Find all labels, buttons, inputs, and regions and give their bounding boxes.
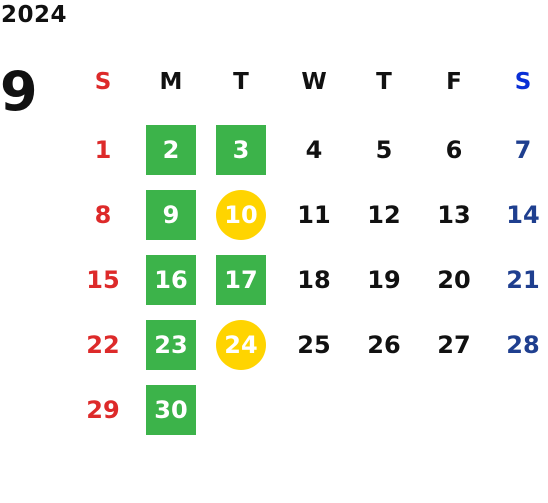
day-cell-9: 9 <box>146 190 196 240</box>
day-cell-8: 8 <box>94 201 112 229</box>
day-cell-16: 16 <box>146 255 196 305</box>
weekday-header-4: T <box>376 69 392 95</box>
year-label: 2024 <box>1 2 68 28</box>
day-cell-23: 23 <box>146 320 196 370</box>
day-cell-28: 28 <box>506 331 540 359</box>
day-cell-14: 14 <box>506 201 540 229</box>
day-cell-30: 30 <box>146 385 196 435</box>
weekday-header-1: M <box>159 69 183 95</box>
day-cell-3: 3 <box>216 125 266 175</box>
day-cell-11: 11 <box>297 201 331 229</box>
day-cell-19: 19 <box>367 266 401 294</box>
day-cell-2: 2 <box>146 125 196 175</box>
day-cell-7: 7 <box>514 136 532 164</box>
day-cell-13: 13 <box>437 201 471 229</box>
day-cell-22: 22 <box>86 331 120 359</box>
weekday-header-2: T <box>233 69 249 95</box>
day-cell-25: 25 <box>297 331 331 359</box>
day-cell-5: 5 <box>375 136 393 164</box>
day-cell-24: 24 <box>216 320 266 370</box>
weekday-header-6: S <box>514 69 532 95</box>
weekday-header-5: F <box>446 69 462 95</box>
day-cell-20: 20 <box>437 266 471 294</box>
weekday-header-3: W <box>301 69 327 95</box>
day-cell-18: 18 <box>297 266 331 294</box>
day-cell-29: 29 <box>86 396 120 424</box>
day-cell-17: 17 <box>216 255 266 305</box>
month-number: 9 <box>0 60 38 123</box>
day-cell-15: 15 <box>86 266 120 294</box>
day-cell-27: 27 <box>437 331 471 359</box>
day-cell-10: 10 <box>216 190 266 240</box>
day-cell-6: 6 <box>445 136 463 164</box>
day-cell-1: 1 <box>94 136 112 164</box>
day-cell-21: 21 <box>506 266 540 294</box>
day-cell-12: 12 <box>367 201 401 229</box>
day-cell-26: 26 <box>367 331 401 359</box>
weekday-header-0: S <box>94 69 112 95</box>
day-cell-4: 4 <box>305 136 323 164</box>
